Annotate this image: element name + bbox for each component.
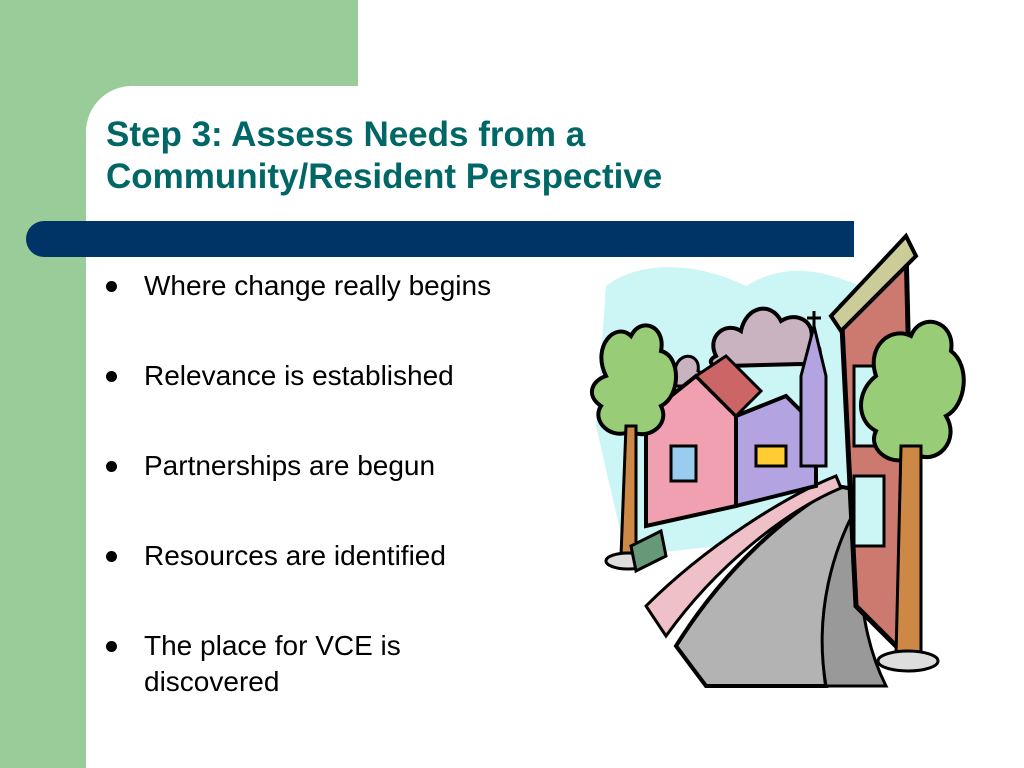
bullet-item: Relevance is established — [104, 358, 574, 394]
bullet-item: Where change really begins — [104, 268, 574, 304]
bullet-text: Relevance is established — [144, 360, 454, 391]
bullet-dot-icon — [106, 461, 117, 472]
slide-title-line-1: Step 3: Assess Needs from a — [106, 115, 586, 154]
bullet-text: Where change really begins — [144, 270, 492, 301]
bullet-dot-icon — [106, 371, 117, 382]
bullet-text: The place for VCE is discovered — [144, 630, 401, 697]
bullet-list: Where change really begins Relevance is … — [104, 268, 574, 754]
bullet-item: Resources are identified — [104, 538, 574, 574]
town-street-clipart-icon — [590, 232, 966, 688]
bullet-dot-icon — [106, 551, 117, 562]
bullet-text: Resources are identified — [144, 540, 446, 571]
slide-title: Step 3: Assess Needs from a Community/Re… — [106, 114, 866, 198]
slide-title-line-2: Community/Resident Perspective — [106, 157, 663, 196]
title-divider-bar — [26, 221, 854, 257]
bullet-dot-icon — [106, 281, 117, 292]
bullet-item: The place for VCE is discovered — [104, 628, 574, 700]
bullet-item: Partnerships are begun — [104, 448, 574, 484]
bullet-text: Partnerships are begun — [144, 450, 436, 481]
bullet-dot-icon — [106, 641, 117, 652]
